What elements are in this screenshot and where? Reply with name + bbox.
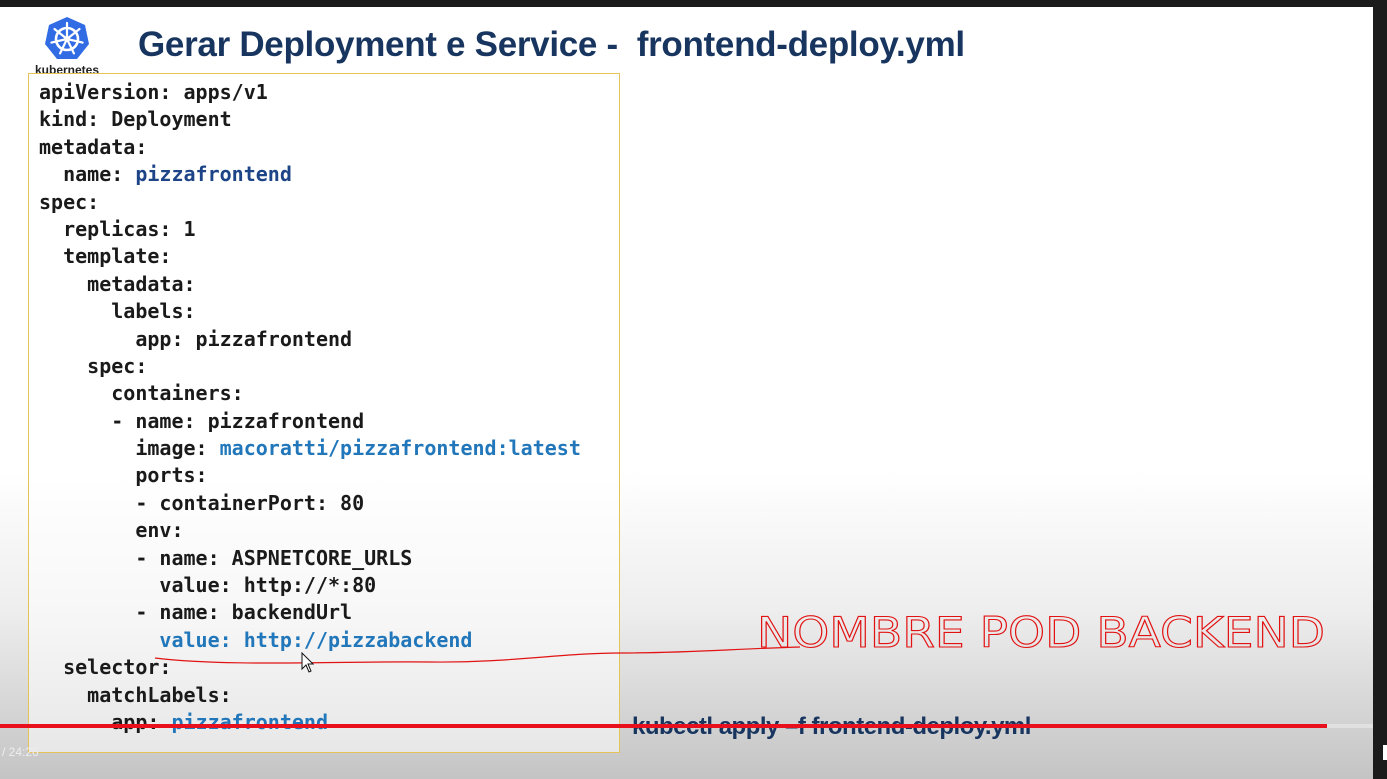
code-line: metadata: (39, 134, 581, 161)
code-line: - name: pizzafrontend (39, 408, 581, 435)
code-line: selector: (39, 654, 581, 681)
code-segment: app: pizzafrontend (39, 326, 353, 351)
code-segment: - containerPort: 80 (39, 490, 365, 515)
code-line: containers: (39, 380, 581, 407)
code-line: matchLabels: (39, 682, 581, 709)
code-line: app: pizzafrontend (39, 326, 581, 353)
code-line: - name: backendUrl (39, 599, 581, 626)
slide: kubernetes Gerar Deployment e Service - … (0, 7, 1373, 779)
code-line: env: (39, 517, 581, 544)
code-segment: - name: pizzafrontend (39, 408, 365, 433)
code-line: metadata: (39, 271, 581, 298)
mouse-cursor-icon (301, 652, 315, 673)
code-segment: value: http://*:80 (39, 573, 377, 598)
code-line: name: pizzafrontend (39, 161, 581, 188)
code-line: kind: Deployment (39, 106, 581, 133)
code-line: image: macoratti/pizzafrontend:latest (39, 435, 581, 462)
code-segment: containers: (39, 381, 244, 406)
code-segment: env: (39, 518, 184, 543)
kubernetes-logo: kubernetes (29, 15, 105, 77)
code-segment: value: http://pizzabackend (39, 627, 473, 652)
code-segment: matchLabels: (39, 682, 232, 707)
code-line: spec: (39, 189, 581, 216)
code-line: app: pizzafrontend (39, 709, 581, 736)
code-segment: labels: (39, 299, 196, 324)
code-segment: macoratti/pizzafrontend:latest (219, 436, 581, 461)
video-time: / 24:26 (2, 745, 39, 759)
code-segment: selector: (39, 655, 172, 680)
code-segment: image: (39, 436, 220, 461)
code-line: - containerPort: 80 (39, 490, 581, 517)
code-segment: replicas: 1 (39, 216, 196, 241)
slide-title: Gerar Deployment e Service - frontend-de… (138, 25, 965, 64)
code-segment: apiVersion: apps/v1 (39, 80, 268, 104)
code-line: value: http://pizzabackend (39, 627, 581, 654)
code-segment: ports: (39, 463, 208, 488)
code-segment: template: (39, 244, 172, 269)
code-line: labels: (39, 298, 581, 325)
code-line: spec: (39, 353, 581, 380)
code-segment: - name: ASPNETCORE_URLS (39, 545, 413, 570)
code-segment: kind: Deployment (39, 107, 232, 132)
kubernetes-wheel-icon (45, 17, 89, 59)
code-segment: name: (39, 162, 136, 187)
code-segment: - name: backendUrl (39, 600, 353, 625)
code-line: value: http://*:80 (39, 572, 581, 599)
code-line: apiVersion: apps/v1 (39, 79, 581, 106)
code-line: - name: ASPNETCORE_URLS (39, 545, 581, 572)
video-progress-bar[interactable] (0, 724, 1387, 728)
code-segment: metadata: (39, 134, 148, 159)
code-segment: pizzafrontend (135, 162, 292, 187)
video-progress-played (0, 724, 1328, 728)
code-segment: app: (39, 709, 172, 734)
right-edge (1373, 0, 1387, 779)
player-control-icon[interactable] (1383, 745, 1387, 760)
code-segment: pizzafrontend (171, 709, 328, 734)
annotation-text: NOMBRE POD BACKEND (757, 608, 1325, 657)
code-segment: spec: (39, 353, 148, 378)
code-line: replicas: 1 (39, 216, 581, 243)
code-segment: spec: (39, 189, 100, 214)
code-segment: metadata: (39, 271, 196, 296)
code-line: ports: (39, 462, 581, 489)
code-line: template: (39, 243, 581, 270)
